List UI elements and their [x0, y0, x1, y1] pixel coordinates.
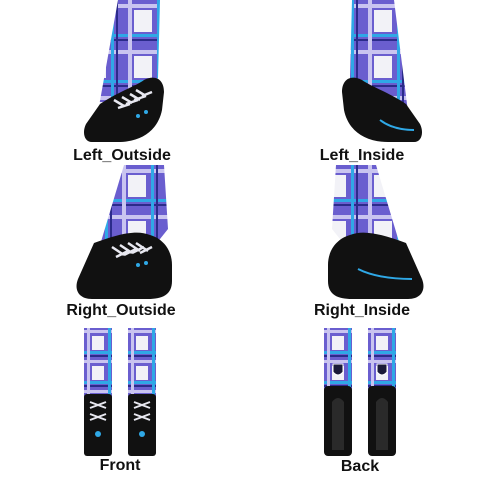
label-right-inside: Right_Inside: [313, 302, 410, 319]
label-left-inside: Left_Inside: [319, 147, 405, 164]
sock-pair-front: [84, 328, 156, 458]
sock-pair-back: [324, 328, 396, 458]
label-back: Back: [340, 458, 380, 475]
label-front: Front: [99, 457, 141, 474]
shield-logo-icon: [332, 363, 344, 376]
sock-right-outside: [72, 165, 182, 300]
sock-left-inside: [318, 0, 428, 145]
sock-left-outside: [78, 0, 188, 145]
sock-right-inside: [318, 165, 428, 300]
label-right-outside: Right_Outside: [66, 302, 176, 319]
shield-logo-icon: [376, 363, 388, 376]
label-left-outside: Left_Outside: [73, 147, 171, 164]
